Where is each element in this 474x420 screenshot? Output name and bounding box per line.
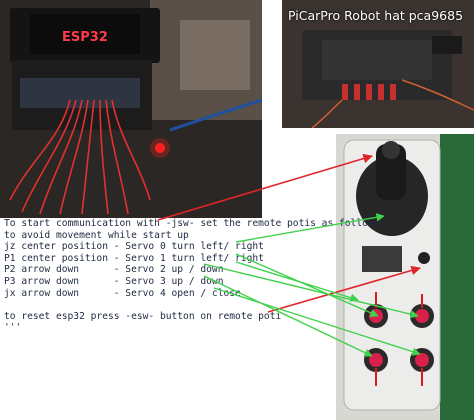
esp32-label: ESP32 bbox=[62, 30, 108, 45]
instruction-line bbox=[4, 299, 379, 311]
instruction-line: to reset esp32 press -esw- button on rem… bbox=[4, 310, 282, 322]
instruction-line: P3 arrow down - Servo 3 up / down bbox=[4, 275, 224, 287]
instruction-line: P1 center position - Servo 1 turn left/ … bbox=[4, 252, 264, 264]
instructions-text: To start communication with -jsw- set th… bbox=[4, 218, 379, 334]
instruction-line: jx arrow down - Servo 4 open / close bbox=[4, 287, 241, 299]
instruction-line: to avoid movement while start up bbox=[4, 229, 189, 241]
instruction-line: P2 arrow down - Servo 2 up / down bbox=[4, 264, 224, 276]
esp32-board-illustration bbox=[0, 0, 262, 218]
instruction-line: ''' bbox=[4, 322, 22, 334]
instruction-line: jz center position - Servo 0 turn left/ … bbox=[4, 241, 264, 253]
esp32-photo: ESP32 bbox=[0, 0, 262, 218]
instruction-line: To start communication with -jsw- set th… bbox=[4, 218, 380, 229]
pca9685-board-illustration bbox=[282, 0, 474, 128]
pca9685-photo: PiCarPro Robot hat pca9685 bbox=[282, 0, 474, 128]
pca9685-label: PiCarPro Robot hat pca9685 bbox=[288, 8, 464, 23]
